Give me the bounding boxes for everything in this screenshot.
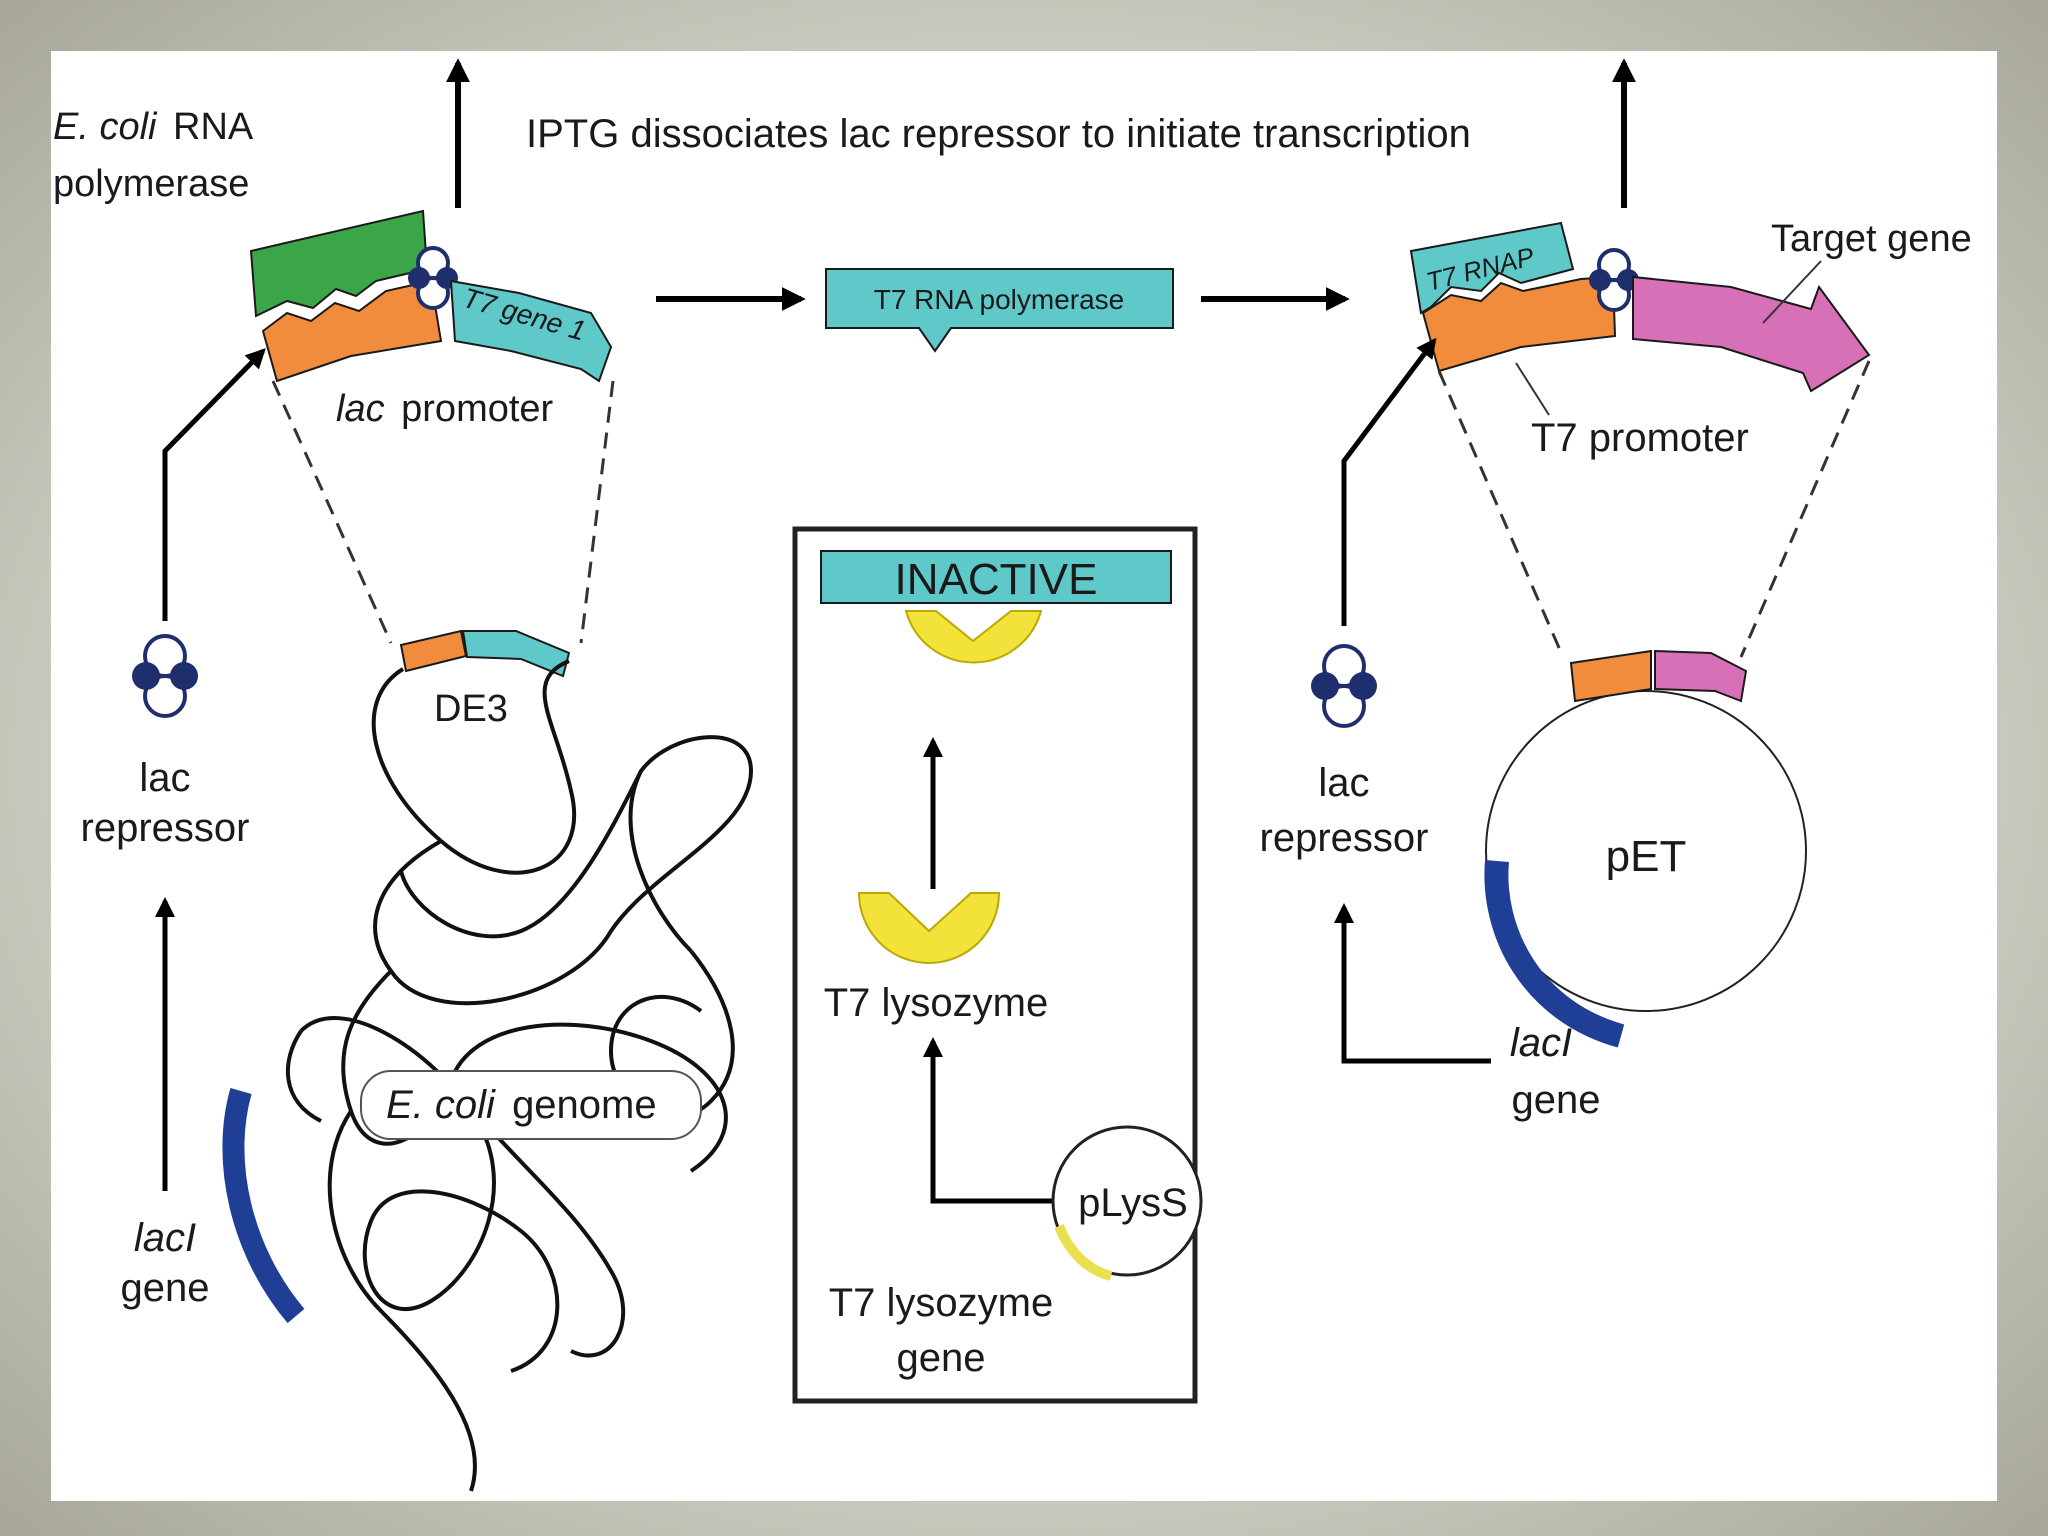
lac-repressor-label-right-1: lac [1318,761,1369,805]
t7-promoter-label: T7 promoter [1531,416,1749,460]
ecoli-genome-label: E. coli genome [386,1083,657,1127]
laci-label-left-1: lacI [134,1216,196,1260]
top-caption: IPTG dissociates lac repressor to initia… [526,112,1471,156]
t7-lysozyme-gene-label-1: T7 lysozyme [829,1281,1054,1325]
t7-lysozyme-gene-segment [1054,1224,1113,1281]
laci-gene-segment-right [1484,859,1625,1048]
target-gene-leader [1762,260,1822,324]
ecoli-rna-polymerase-label-line2: polymerase [53,163,249,205]
pet-label: pET [1606,832,1687,881]
de3-promoter-segment [399,629,468,673]
t7-rna-polymerase-label: T7 RNA polymerase [874,284,1125,315]
t7-rna-polymerase-box [825,268,1174,353]
lysozyme-bound-icon [904,610,1043,664]
laci-label-right-1: lacI [1510,1021,1572,1065]
laci-label-left-2: gene [121,1266,210,1310]
de3-label: DE3 [434,688,508,730]
zoom-line-right-1 [1437,370,1565,658]
lac-promoter-segment [261,279,443,383]
lac-repressor-label-left-2: repressor [81,806,250,850]
pet-expression-diagram: IPTG dissociates lac repressor to initia… [53,58,1972,1492]
inactive-polymerase-bar [820,550,1172,604]
target-gene-label: Target gene [1771,218,1972,260]
ecoli-rna-polymerase-block [249,209,429,318]
lac-repressor-icon-right [1311,644,1377,728]
t7-lysozyme-gene-label-2: gene [897,1336,986,1380]
repressor-to-promoter-arrow-right [1341,337,1437,626]
plyss-to-lysozyme-arrow [923,1037,1061,1204]
zoom-line-left-2 [579,380,615,644]
t7-promoter-segment [1421,275,1617,373]
laci-gene-segment-left [222,1087,305,1324]
de3-gene-segment [461,630,571,678]
pet-promoter-segment [1569,649,1652,703]
ecoli-rna-polymerase-label: E. coli RNA [53,106,254,148]
plyss-plasmid-circle [1051,1125,1203,1277]
lac-repressor-label-right-2: repressor [1260,816,1429,860]
laci-to-repressor-arrow-right [1334,903,1491,1064]
lac-promoter-label: lac promoter [336,388,554,430]
plyss-label: pLysS [1078,1181,1188,1225]
inactive-label: INACTIVE [895,555,1098,604]
ecoli-genome-tag [360,1070,702,1140]
lac-repressor-bound-icon-right [1589,248,1639,312]
repressor-to-promoter-arrow-left [162,348,266,621]
t7-lysozyme-icon [857,892,1001,964]
diagram-slide: IPTG dissociates lac repressor to initia… [51,51,1997,1501]
laci-label-right-2: gene [1512,1078,1601,1122]
lac-repressor-label-left-1: lac [139,756,190,800]
lac-repressor-icon-left [132,634,198,718]
t7-lysozyme-label: T7 lysozyme [824,981,1049,1025]
lac-repressor-bound-icon [408,246,458,310]
zoom-line-left-1 [271,380,393,644]
zoom-line-right-2 [1739,360,1871,658]
t7-gene1-arrow [449,279,613,383]
t7-promoter-leader [1515,362,1550,416]
pet-target-gene-segment [1654,649,1748,703]
pet-plasmid-circle [1485,690,1807,1012]
target-gene-arrow [1632,275,1871,393]
